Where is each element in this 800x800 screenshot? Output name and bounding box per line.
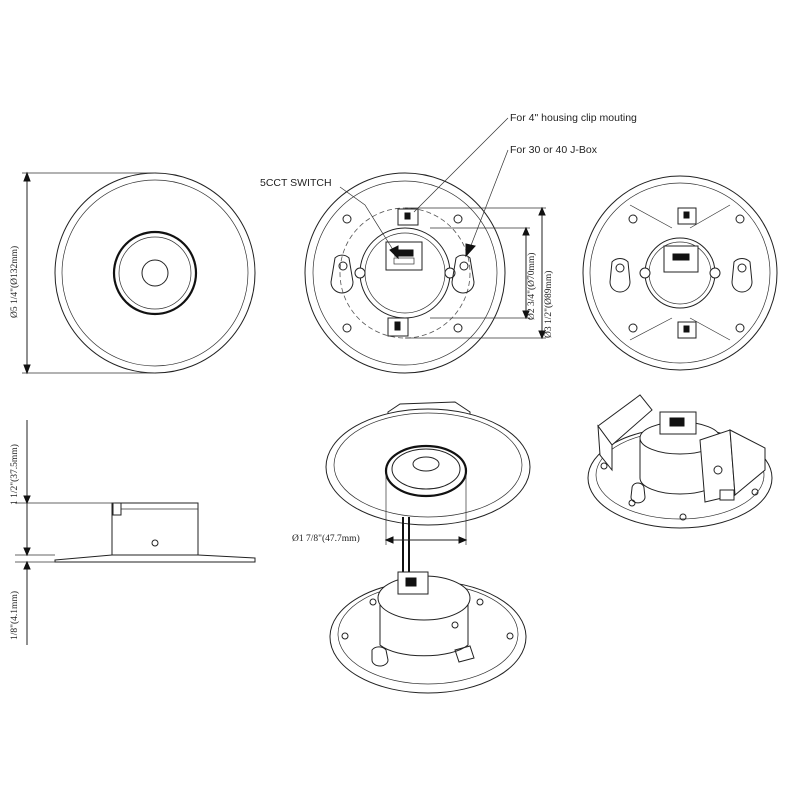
diameter-70-label: Ø2 3/4"(Ø70mm) (526, 253, 537, 320)
height-label: 1 1/2"(37.5mm) (9, 444, 20, 505)
bracket-isometric-view (587, 394, 773, 529)
jbox-callout: For 30 or 40 J-Box (510, 144, 598, 156)
side-view (15, 420, 256, 645)
housing-clip-callout: For 4" housing clip mouting (510, 112, 637, 124)
switch-callout: 5CCT SWITCH (260, 177, 332, 189)
lens-diameter-label: Ø1 7/8"(47.7mm) (292, 533, 360, 544)
diameter-89-label: Ø3 1/2"(Ø89mm) (543, 271, 554, 338)
back-view-alt (582, 175, 778, 371)
exploded-view (325, 401, 531, 694)
front-view (22, 171, 256, 375)
outer-diameter-label: Ø5 1/4"(Ø132mm) (9, 246, 20, 318)
back-view (304, 117, 546, 374)
flange-thickness-label: 1/8"(4.1mm) (9, 591, 20, 640)
